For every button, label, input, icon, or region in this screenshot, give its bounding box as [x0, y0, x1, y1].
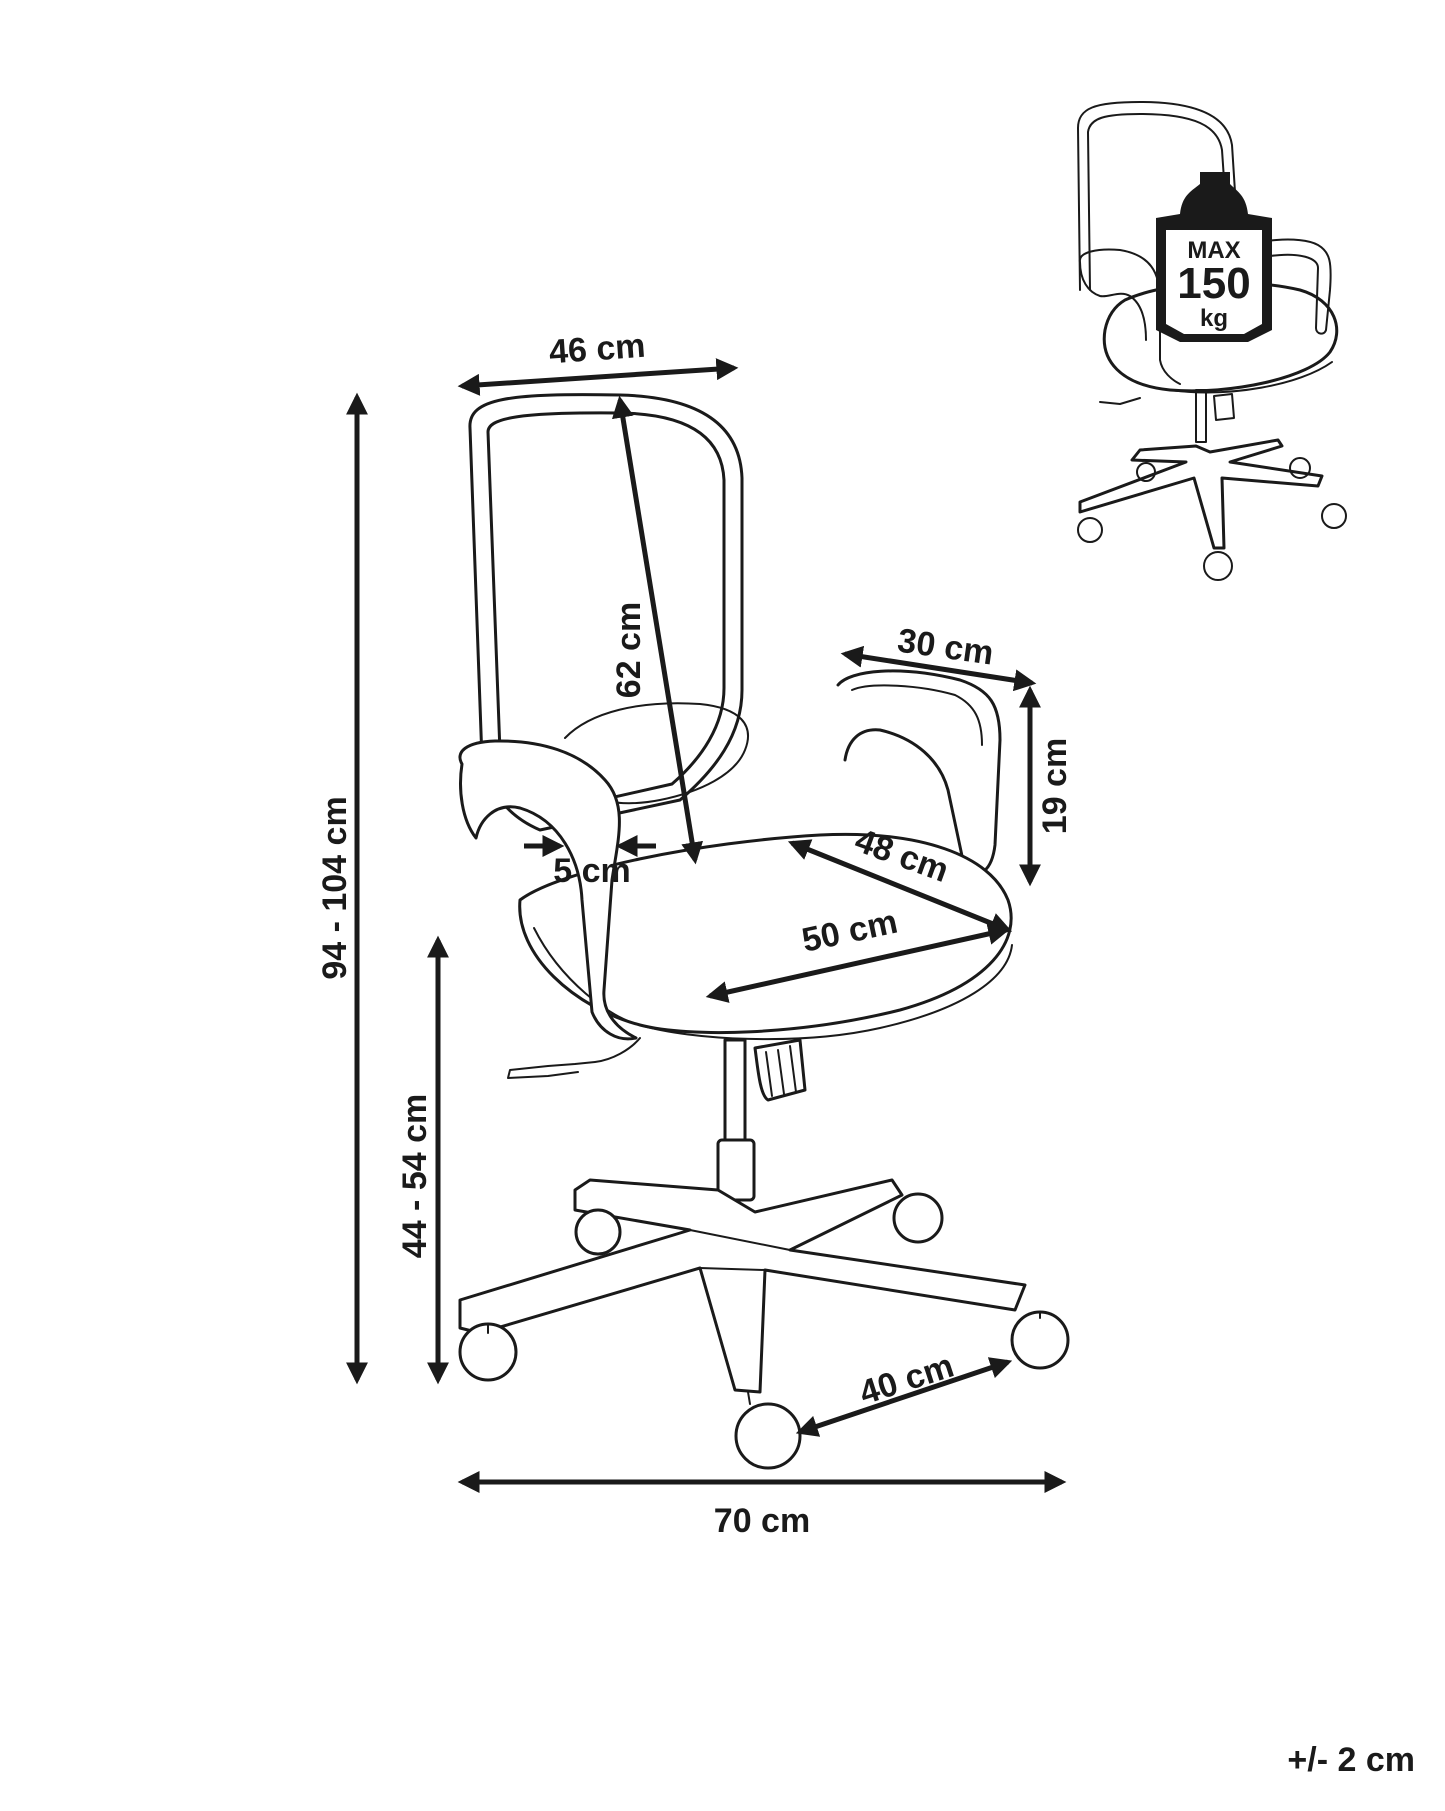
dimension-lines — [345, 358, 1067, 1494]
back-height-label: 62 cm — [610, 602, 648, 698]
armrest-height-label: 19 cm — [1036, 738, 1074, 834]
back-width-arrow — [457, 358, 739, 396]
base-width-label: 70 cm — [714, 1502, 810, 1540]
max-load-prefix: MAX — [1187, 237, 1240, 264]
seat-height-label: 44 - 54 cm — [396, 1094, 434, 1258]
armrest-length-arrow — [840, 645, 1037, 692]
back-height-arrow — [611, 395, 704, 865]
overall-height-label: 94 - 104 cm — [316, 796, 354, 979]
tolerance-note: +/- 2 cm — [1287, 1741, 1415, 1779]
seat-depth-arrow — [787, 839, 1013, 934]
seat-width-arrow — [705, 923, 1011, 1003]
main-chair-illustration — [458, 393, 1070, 1470]
weight-limit-icon: MAX 150 kg — [1156, 172, 1272, 342]
back-width-label: 46 cm — [548, 327, 647, 372]
armrest-width-label: 5 cm — [553, 852, 631, 890]
leg-length-label: 40 cm — [855, 1347, 958, 1413]
max-load-unit: kg — [1200, 305, 1228, 332]
max-load-value: 150 — [1177, 259, 1250, 308]
leg-length-arrow — [795, 1357, 1013, 1437]
